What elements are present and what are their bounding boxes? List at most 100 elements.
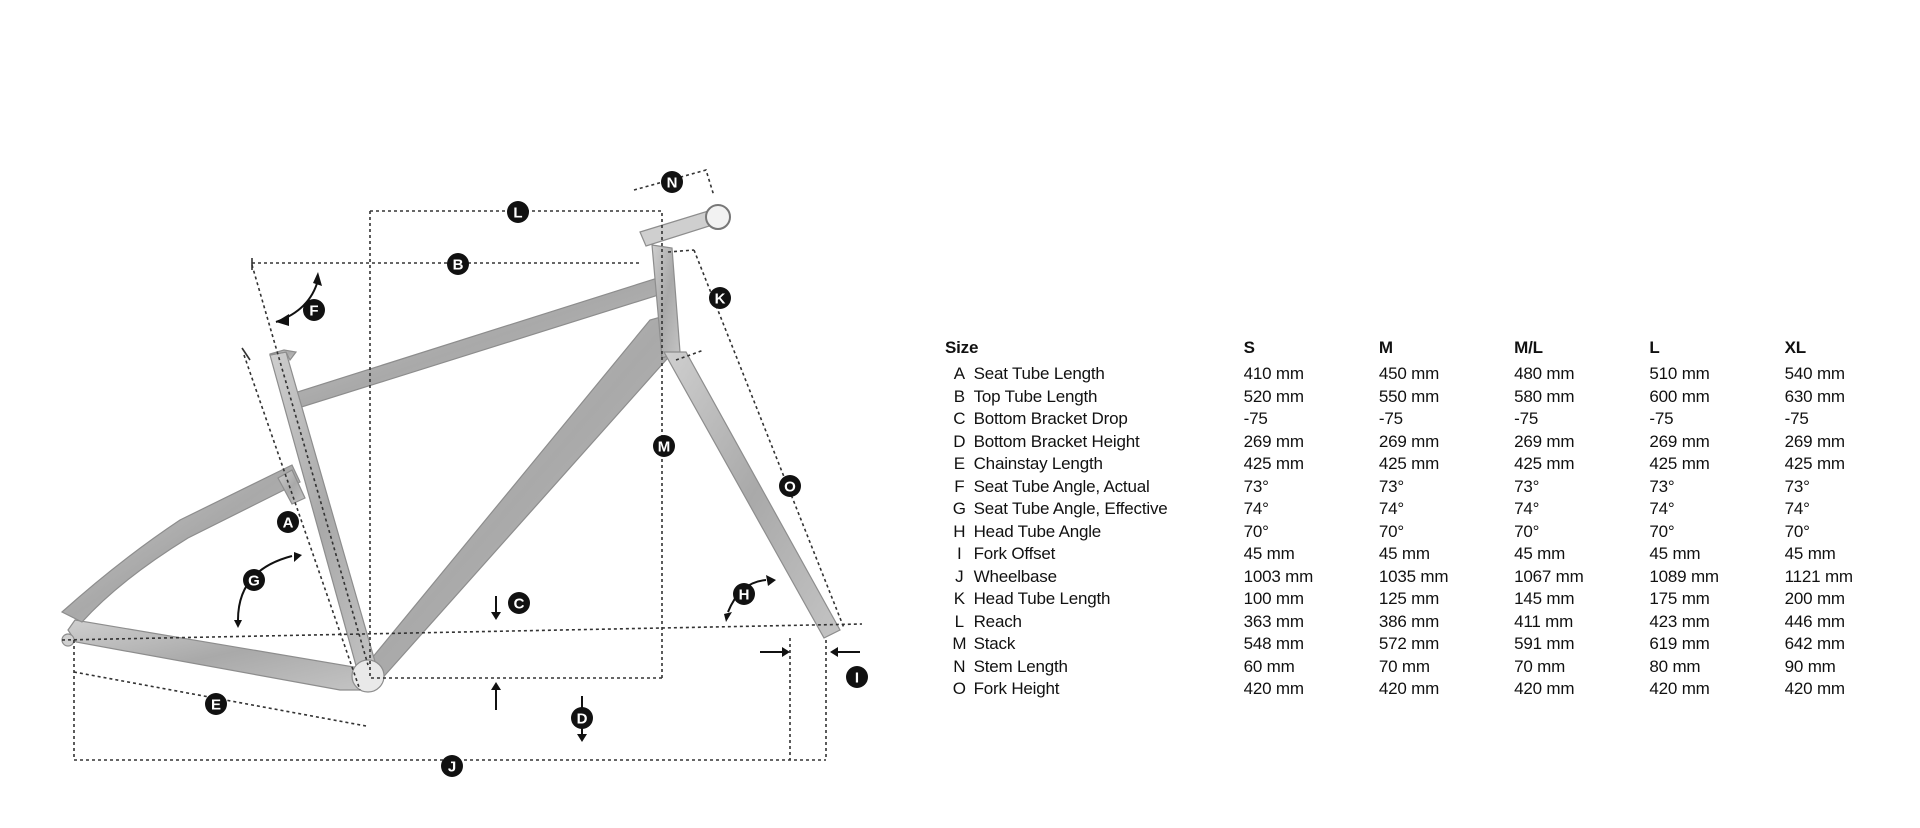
row-value: 446 mm (1784, 611, 1845, 631)
row-value: 70° (1243, 521, 1269, 541)
row-value: 600 mm (1649, 386, 1710, 406)
marker-l: L (507, 201, 529, 223)
row-value: 540 mm (1784, 364, 1845, 383)
row-value: 73° (1649, 476, 1675, 496)
row-value: 510 mm (1649, 364, 1710, 383)
row-value: 423 mm (1649, 611, 1710, 631)
marker-label: H (739, 587, 750, 604)
row-value: 548 mm (1243, 634, 1304, 653)
row-name: Bottom Bracket Drop (973, 409, 1128, 428)
row-value: 410 mm (1243, 364, 1304, 383)
row-name: Stem Length (973, 656, 1068, 676)
seatstay-bridge (277, 469, 306, 505)
row-value: 363 mm (1243, 611, 1304, 631)
marker-label: A (283, 515, 294, 532)
row-value: 125 mm (1378, 589, 1440, 608)
row-value: 70° (1378, 521, 1404, 541)
marker-a: A (277, 511, 299, 533)
row-value: 70 mm (1378, 656, 1430, 676)
marker-label: G (248, 573, 260, 590)
size-header: M/L (1514, 337, 1543, 357)
row-name: Head Tube Angle (973, 521, 1102, 541)
marker-label: M (658, 439, 671, 456)
row-code: D (953, 431, 966, 451)
size-header: L (1649, 337, 1660, 357)
fork (662, 351, 841, 639)
marker-label: C (514, 596, 525, 613)
row-value: 420 mm (1784, 679, 1845, 698)
seat-post-top (269, 349, 298, 362)
row-name: Head Tube Length (973, 589, 1111, 608)
row-code: M (952, 634, 967, 653)
row-value: 45 mm (1243, 544, 1295, 563)
row-value: -75 (1378, 409, 1403, 428)
marker-o: O (779, 475, 801, 497)
row-name: Fork Height (973, 679, 1060, 698)
row-value: 200 mm (1784, 589, 1845, 608)
table-row: D Bottom Bracket Height 269 mm 269 mm 269 mm… (945, 431, 1920, 454)
row-code: E (953, 454, 965, 473)
row-value: 45 mm (1378, 544, 1430, 563)
row-value: 642 mm (1784, 634, 1845, 653)
row-value: 580 mm (1514, 386, 1575, 406)
row-value: 1035 mm (1378, 566, 1449, 586)
row-value: 45 mm (1649, 544, 1701, 563)
marker-label: B (453, 257, 464, 274)
row-value: 425 mm (1514, 454, 1575, 473)
row-value: 572 mm (1378, 634, 1440, 653)
row-value: -75 (1784, 409, 1809, 428)
marker-label: N (667, 175, 678, 192)
marker-g: G (243, 569, 265, 591)
marker-f: F (303, 299, 325, 321)
marker-n: N (661, 171, 683, 193)
row-code: O (952, 679, 966, 698)
marker-c: C (508, 592, 530, 614)
size-header: XL (1784, 337, 1807, 357)
marker-h: H (733, 583, 755, 605)
row-value: -75 (1649, 409, 1674, 428)
marker-label: O (784, 479, 796, 496)
row-value: 74° (1378, 499, 1404, 518)
marker-m: M (653, 435, 675, 457)
row-value: 420 mm (1514, 679, 1575, 698)
row-value: 74° (1649, 499, 1675, 518)
marker-label: L (513, 205, 522, 222)
row-name: Fork Offset (973, 544, 1056, 563)
marker-k: K (709, 287, 731, 309)
row-value: 60 mm (1243, 656, 1295, 676)
row-name: Chainstay Length (973, 454, 1103, 473)
table-header-row: Size S M M/L L XL (945, 333, 1920, 363)
bike-frame (60, 244, 841, 693)
row-value: 550 mm (1378, 386, 1440, 406)
row-value: 269 mm (1784, 431, 1845, 451)
row-value: 73° (1378, 476, 1404, 496)
row-code: G (952, 499, 966, 518)
row-name: Seat Tube Angle, Effective (973, 499, 1168, 518)
row-name: Bottom Bracket Height (973, 431, 1140, 451)
row-value: 74° (1784, 499, 1810, 518)
size-header: S (1243, 337, 1255, 357)
row-value: 100 mm (1243, 589, 1304, 608)
row-value: 70° (1649, 521, 1675, 541)
row-value: 269 mm (1514, 431, 1575, 451)
row-value: 425 mm (1784, 454, 1845, 473)
row-code: C (953, 409, 966, 428)
row-value: 425 mm (1378, 454, 1440, 473)
seatstay (60, 464, 301, 623)
row-value: 630 mm (1784, 386, 1845, 406)
marker-e: E (205, 693, 227, 715)
row-code: B (953, 386, 965, 406)
row-value: -75 (1514, 409, 1539, 428)
row-value: 269 mm (1243, 431, 1304, 451)
row-value: 386 mm (1378, 611, 1440, 631)
row-name: Wheelbase (973, 566, 1057, 586)
marker-j: J (441, 755, 463, 777)
